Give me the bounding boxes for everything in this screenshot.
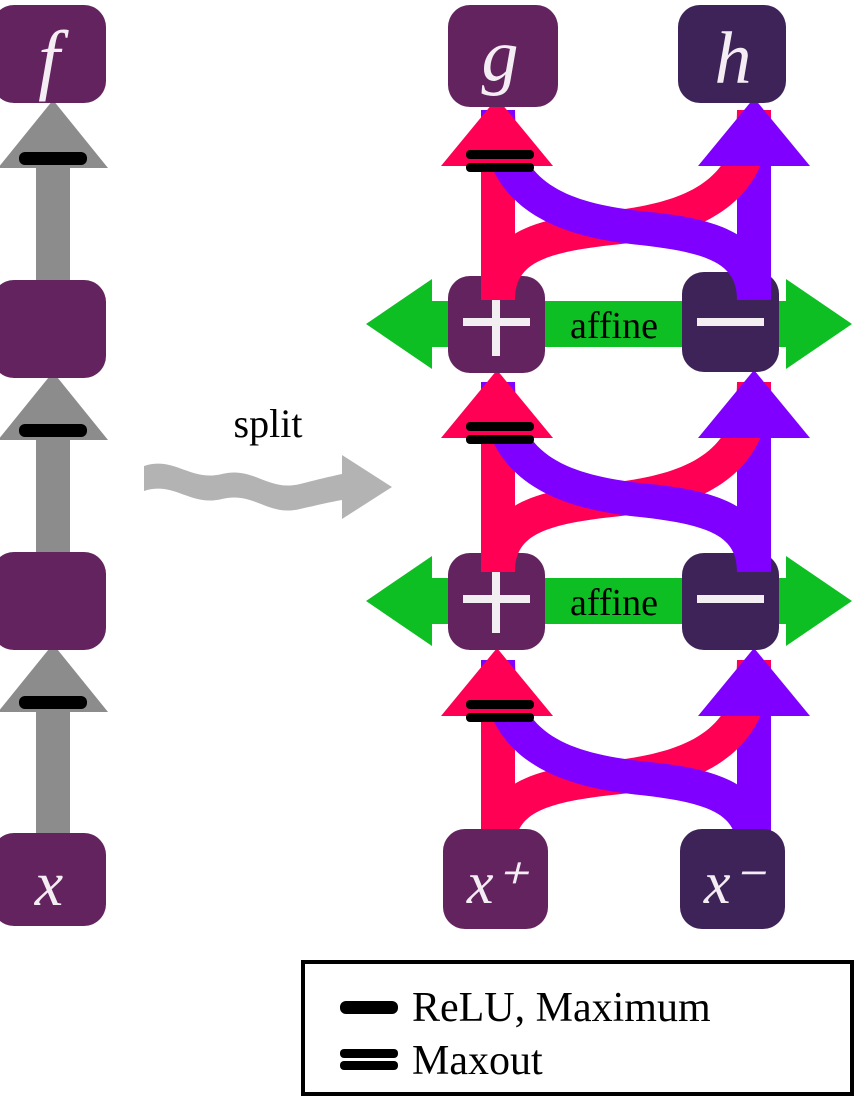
node-hidden-lower-box (0, 552, 106, 650)
crossing-block-middle (441, 370, 810, 572)
affine-row-upper: affine (366, 272, 852, 373)
node-f-box (0, 5, 106, 103)
affine-row-lower: affine (366, 553, 852, 650)
node-x-minus-box (680, 829, 785, 929)
left-arrow-lower (0, 644, 108, 840)
legend-single-bar-icon (340, 1001, 398, 1014)
maxout-mark-lower (466, 700, 534, 709)
maxout-mark-upper-second (466, 163, 534, 172)
node-hidden-upper-box (0, 280, 106, 378)
legend-item-relu: ReLU, Maximum (340, 985, 711, 1031)
node-h-box (678, 5, 786, 103)
split-transform-group: split (144, 401, 392, 519)
legend-item-maxout: Maxout (340, 1038, 543, 1084)
maxout-mark-lower-second (466, 713, 534, 722)
relu-mark-middle (19, 424, 87, 437)
affine-label-lower: affine (570, 582, 658, 624)
node-g-box (448, 5, 558, 107)
affine-label-upper: affine (570, 305, 658, 347)
legend-double-bar-icon (340, 1049, 398, 1058)
maxout-mark-middle (466, 422, 534, 431)
node-x-minus-label: x⁻ (703, 850, 767, 916)
left-arrow-middle (0, 372, 108, 570)
node-h-label: h (715, 18, 752, 100)
node-x-box (0, 833, 106, 926)
relu-mark-lower (19, 696, 87, 709)
crossing-block-lower (441, 648, 810, 850)
node-g-label: g (482, 15, 519, 97)
split-wavy-arrow-icon (144, 455, 392, 519)
split-label: split (234, 401, 303, 446)
legend-label-maxout: Maxout (412, 1038, 543, 1084)
node-x-label: x (34, 848, 63, 919)
relu-mark-upper (19, 152, 87, 165)
legend-box: ReLU, Maximum Maxout (301, 960, 854, 1096)
crossing-block-upper (441, 98, 810, 300)
right-column-group: affine affine (366, 5, 852, 929)
left-arrow-upper (0, 100, 108, 298)
legend-label-relu: ReLU, Maximum (412, 985, 711, 1031)
maxout-mark-middle-second (466, 435, 534, 444)
node-x-plus-label: x⁺ (466, 850, 530, 916)
node-x-plus-box (443, 829, 548, 929)
legend-double-bar-icon-second (340, 1061, 398, 1070)
left-column-group: f x (0, 5, 108, 926)
maxout-mark-upper (466, 150, 534, 159)
